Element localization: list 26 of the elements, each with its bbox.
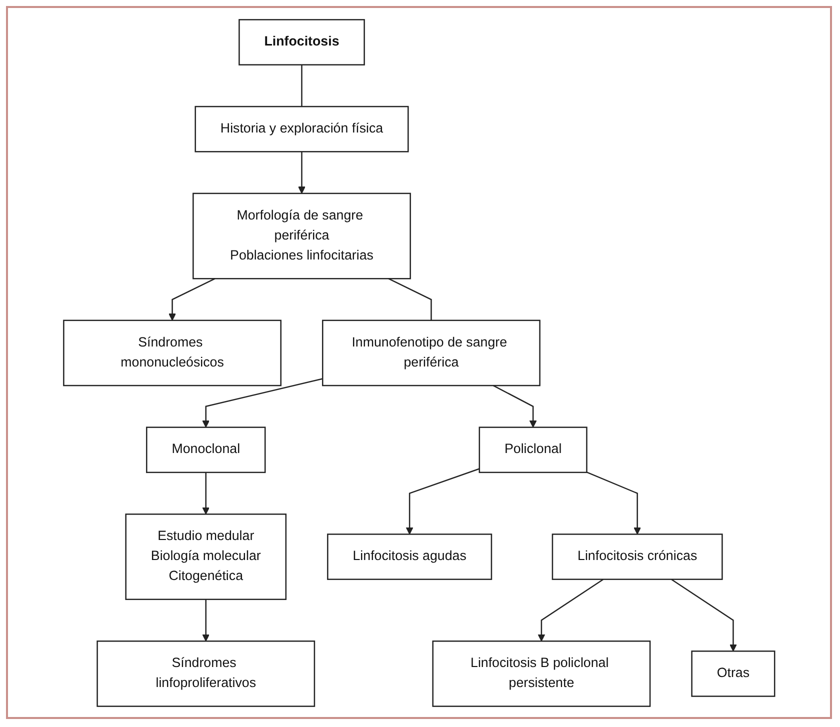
node-box — [146, 426, 266, 473]
connector — [300, 64, 302, 106]
node-box — [691, 650, 776, 696]
arrow — [202, 598, 210, 641]
node-box — [432, 640, 651, 706]
arrow — [202, 378, 323, 428]
node-box — [194, 105, 409, 152]
arrow — [670, 578, 737, 651]
arrow — [586, 471, 641, 534]
arrow — [202, 472, 210, 514]
arrow — [168, 278, 215, 320]
node-box — [96, 640, 315, 706]
arrow — [406, 468, 480, 534]
node-box — [326, 533, 492, 580]
node-box — [192, 192, 411, 279]
node-box — [238, 18, 365, 65]
arrow — [538, 578, 604, 641]
node-box — [552, 533, 723, 580]
node-box — [322, 319, 540, 386]
connector — [388, 278, 432, 320]
arrow — [298, 151, 306, 194]
node-box — [62, 319, 282, 386]
node-box — [478, 426, 588, 473]
arrow — [492, 384, 537, 428]
node-box — [125, 513, 286, 600]
diagram-frame: Linfocitosis Historia y exploración física Morfología de sangre periférica Poblaciones linfocitarias Síndromes mononucleósicos Inmunofenotipo de sangre periférica Monoclonal Policlonal Estudio medular Biología molecular Citogenética Linfocitosis agudas Linfocitosis crónicas Síndromes linfoproliferativos Linfocitosis B policlonal persistente Otras — [6, 6, 832, 719]
